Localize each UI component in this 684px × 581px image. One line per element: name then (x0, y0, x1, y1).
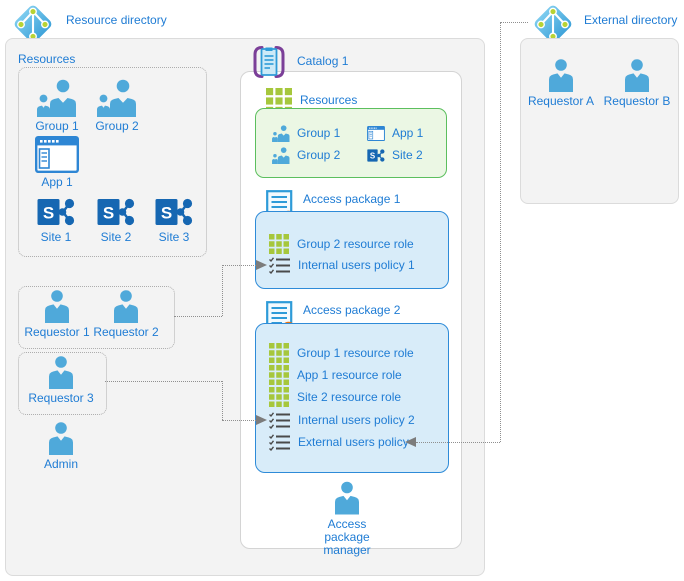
connector-external-v (500, 22, 501, 442)
sharepoint-site-icon (97, 196, 135, 228)
group-2-label: Group 2 (95, 119, 139, 133)
ap2-row-group-role: Group 1 resource role (269, 343, 414, 363)
ap2-row-site-role: Site 2 resource role (269, 387, 401, 407)
sharepoint-site-icon (37, 196, 75, 228)
external-directory-title: External directory (584, 13, 678, 27)
group-icon (272, 147, 290, 164)
ap1-row-policy: Internal users policy 1 (269, 255, 415, 275)
node-group-1: Group 1 (25, 79, 89, 133)
requestor-3-label: Requestor 3 (28, 391, 94, 405)
ap2-app-role-label: App 1 resource role (297, 368, 402, 382)
requestor-1-label: Requestor 1 (24, 325, 90, 339)
resource-directory-title: Resource directory (66, 13, 167, 27)
ap2-row-app-role: App 1 resource role (269, 365, 402, 385)
site-2-label: Site 2 (100, 230, 132, 244)
catalog-icon (251, 45, 287, 79)
resources-section-label: Resources (18, 52, 76, 66)
connector-external-h-top (500, 22, 528, 23)
access-package-1-title: Access package 1 (303, 192, 401, 206)
person-icon (44, 290, 70, 323)
external-directory-panel (520, 38, 679, 204)
arrowhead-internal-policy-1 (256, 260, 267, 270)
catalog-app-1-label: App 1 (392, 126, 424, 140)
ap2-site-role-label: Site 2 resource role (297, 390, 402, 404)
ap2-group-role-label: Group 1 resource role (297, 346, 414, 360)
node-group-2: Group 2 (85, 79, 149, 133)
person-icon (548, 59, 574, 92)
ap1-row-resource-role: Group 2 resource role (269, 234, 414, 254)
resource-role-grid-icon (269, 234, 289, 254)
admin-label: Admin (43, 457, 78, 471)
ap2-row-external-policy: External users policy (269, 432, 409, 452)
connector-requestors12-h1 (174, 316, 222, 317)
sharepoint-site-icon (367, 148, 385, 163)
node-admin: Admin (29, 422, 93, 471)
catalog-resource-site-2: Site 2 (367, 146, 423, 164)
node-requestor-1: Requestor 1 (20, 290, 94, 339)
node-access-package-manager: Access package manager (315, 481, 379, 557)
node-requestor-a: Requestor A (524, 59, 598, 108)
app-icon (35, 136, 79, 173)
node-requestor-3: Requestor 3 (24, 356, 98, 405)
requestor-3-dotted-box (18, 352, 107, 415)
node-requestor-2: Requestor 2 (89, 290, 163, 339)
person-icon (624, 59, 650, 92)
policy-list-icon (269, 257, 290, 274)
catalog-resource-group-1: Group 1 (272, 124, 340, 142)
app-icon (367, 126, 385, 141)
arrowhead-internal-policy-2 (256, 415, 267, 425)
manager-label-line2: manager (323, 543, 371, 557)
person-icon (334, 481, 360, 515)
catalog-resources-box (255, 108, 447, 178)
ap2-row-internal-policy: Internal users policy 2 (269, 410, 415, 430)
catalog-site-2-label: Site 2 (392, 148, 423, 162)
requestor-a-label: Requestor A (527, 94, 595, 108)
site-1-label: Site 1 (40, 230, 72, 244)
resources-dotted-box (18, 67, 207, 257)
requestor-b-label: Requestor B (603, 94, 671, 108)
group-icon (37, 79, 77, 117)
policy-list-icon (269, 434, 290, 451)
app-1-label: App 1 (41, 175, 73, 189)
node-site-2: Site 2 (87, 196, 145, 244)
catalog-resources-label: Resources (300, 93, 358, 107)
catalog-title: Catalog 1 (297, 54, 349, 68)
node-app-1: App 1 (25, 136, 89, 189)
node-site-1: Site 1 (27, 196, 85, 244)
ap2-external-policy-label: External users policy (298, 435, 409, 449)
sharepoint-site-icon (155, 196, 193, 228)
node-requestor-b: Requestor B (600, 59, 674, 108)
catalog-resource-group-2: Group 2 (272, 146, 340, 164)
arrowhead-external-policy (405, 437, 416, 447)
catalog-group-2-label: Group 2 (297, 148, 341, 162)
group-icon (97, 79, 137, 117)
ap1-resource-role-label: Group 2 resource role (297, 237, 414, 251)
catalog-resource-app-1: App 1 (367, 124, 423, 142)
group-1-label: Group 1 (35, 119, 79, 133)
connector-requestors12-h2 (222, 265, 256, 266)
policy-list-icon (269, 412, 290, 429)
site-3-label: Site 3 (158, 230, 190, 244)
connector-requestor3-h2 (222, 420, 256, 421)
manager-label-line1: Access package (324, 517, 370, 544)
connector-requestor3-h1 (105, 381, 222, 382)
requestors-1-2-dotted-box (18, 286, 175, 349)
ap1-policy-label: Internal users policy 1 (298, 258, 415, 272)
resource-role-grid-icon (269, 343, 289, 363)
group-icon (272, 125, 290, 142)
access-package-2-title: Access package 2 (303, 303, 401, 317)
resource-role-grid-icon (269, 387, 289, 407)
ap2-internal-policy-label: Internal users policy 2 (298, 413, 415, 427)
connector-requestors12-v (222, 265, 223, 316)
node-site-3: Site 3 (145, 196, 203, 244)
person-icon (48, 356, 74, 389)
person-icon (113, 290, 139, 323)
requestor-2-label: Requestor 2 (93, 325, 159, 339)
resource-role-grid-icon (269, 365, 289, 385)
connector-requestor3-v (222, 381, 223, 420)
connector-external-h-bottom (416, 442, 500, 443)
person-icon (48, 422, 74, 455)
catalog-group-1-label: Group 1 (297, 126, 341, 140)
